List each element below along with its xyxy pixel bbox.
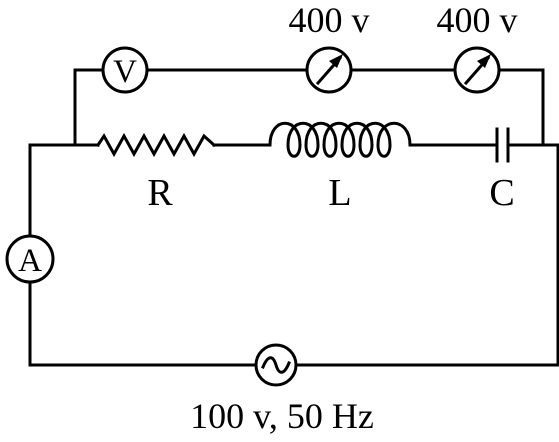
top-branch-wire [73, 68, 545, 147]
resistor [95, 132, 217, 158]
outer-loop-wire [294, 143, 559, 367]
bottom-left-wire [28, 280, 258, 367]
ac-source-icon [254, 343, 298, 387]
meter-reading-2: 400 v [437, 0, 518, 40]
voltmeter-icon: V [101, 46, 149, 94]
resistor-label: R [147, 172, 173, 214]
ammeter-icon: A [5, 234, 55, 284]
inductor [268, 121, 412, 158]
pointer-meter-icon [305, 46, 353, 94]
pointer-meter-icon [453, 46, 501, 94]
voltmeter-symbol: V [113, 54, 137, 90]
meter-reading-1: 400 v [289, 0, 370, 40]
ammeter-symbol: A [18, 243, 42, 279]
source-label: 100 v, 50 Hz [190, 396, 374, 436]
capacitor-label: C [489, 172, 514, 214]
inductor-label: L [328, 172, 351, 214]
